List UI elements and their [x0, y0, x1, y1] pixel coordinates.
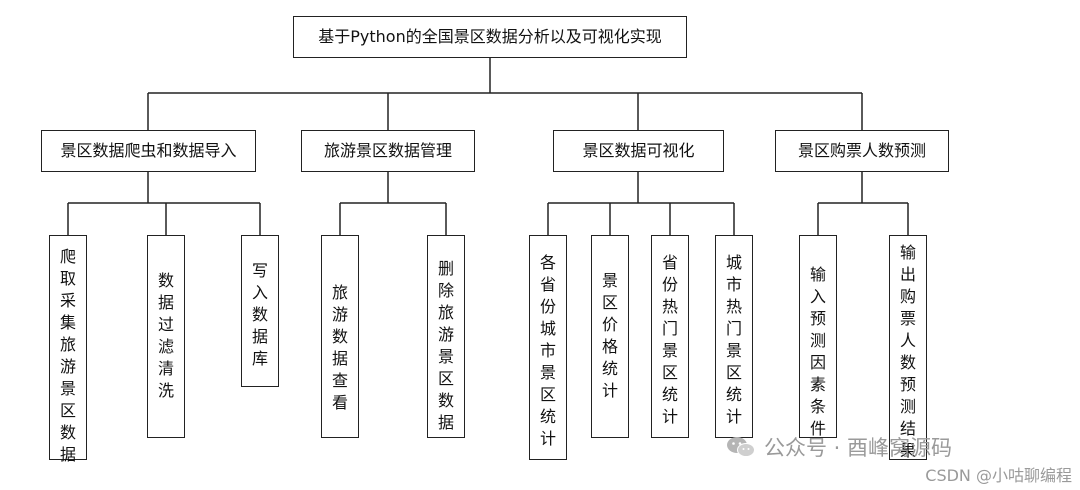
leaf-filter-clean: 数据过滤清洗: [147, 235, 185, 438]
wechat-watermark-text: 公众号 · 酉峰窝源码: [764, 436, 953, 460]
leaf-province-hot-stats: 省份热门景区统计: [651, 235, 689, 438]
module-data-management: 旅游景区数据管理: [301, 130, 475, 172]
wechat-icon: [727, 437, 755, 457]
root-node: 基于Python的全国景区数据分析以及可视化实现: [293, 16, 687, 58]
leaf-label: 城市热门景区统计: [725, 253, 742, 426]
leaf-crawl-collect: 爬取采集旅游景区数据: [49, 235, 87, 464]
module-label: 景区数据爬虫和数据导入: [60, 141, 237, 160]
leaf-label: 输入预测因素条件: [809, 265, 826, 438]
leaf-label: 爬取采集旅游景区数据: [59, 247, 76, 464]
leaf-label: 景区价格统计: [601, 271, 618, 400]
leaf-label: 输出购票人数预测结果: [899, 243, 916, 460]
root-label: 基于Python的全国景区数据分析以及可视化实现: [318, 27, 662, 46]
leaf-write-db: 写入数据库: [241, 235, 279, 387]
module-label: 旅游景区数据管理: [323, 141, 452, 160]
leaf-output-prediction: 输出购票人数预测结果: [889, 235, 927, 460]
leaf-label: 删除旅游景区数据: [437, 259, 454, 432]
wechat-watermark: 公众号 · 酉峰窝源码: [726, 432, 952, 462]
leaf-label: 数据过滤清洗: [157, 271, 174, 400]
leaf-price-stats: 景区价格统计: [591, 235, 629, 438]
module-label: 景区购票人数预测: [797, 141, 926, 160]
module-visualization: 景区数据可视化: [553, 130, 724, 172]
module-label: 景区数据可视化: [582, 141, 695, 160]
leaf-view-data: 旅游数据查看: [321, 235, 359, 438]
leaf-province-city-stats: 各省份城市景区统计: [529, 235, 567, 460]
leaf-label: 省份热门景区统计: [661, 253, 678, 426]
leaf-input-factors: 输入预测因素条件: [799, 235, 837, 438]
module-crawler-import: 景区数据爬虫和数据导入: [41, 130, 256, 172]
csdn-watermark: CSDN @小咕聊编程: [925, 466, 1072, 485]
leaf-label: 旅游数据查看: [331, 283, 348, 412]
leaf-label: 各省份城市景区统计: [539, 253, 556, 448]
leaf-city-hot-stats: 城市热门景区统计: [715, 235, 753, 438]
leaf-delete-data: 删除旅游景区数据: [427, 235, 465, 438]
leaf-label: 写入数据库: [251, 261, 268, 368]
module-ticket-prediction: 景区购票人数预测: [775, 130, 949, 172]
